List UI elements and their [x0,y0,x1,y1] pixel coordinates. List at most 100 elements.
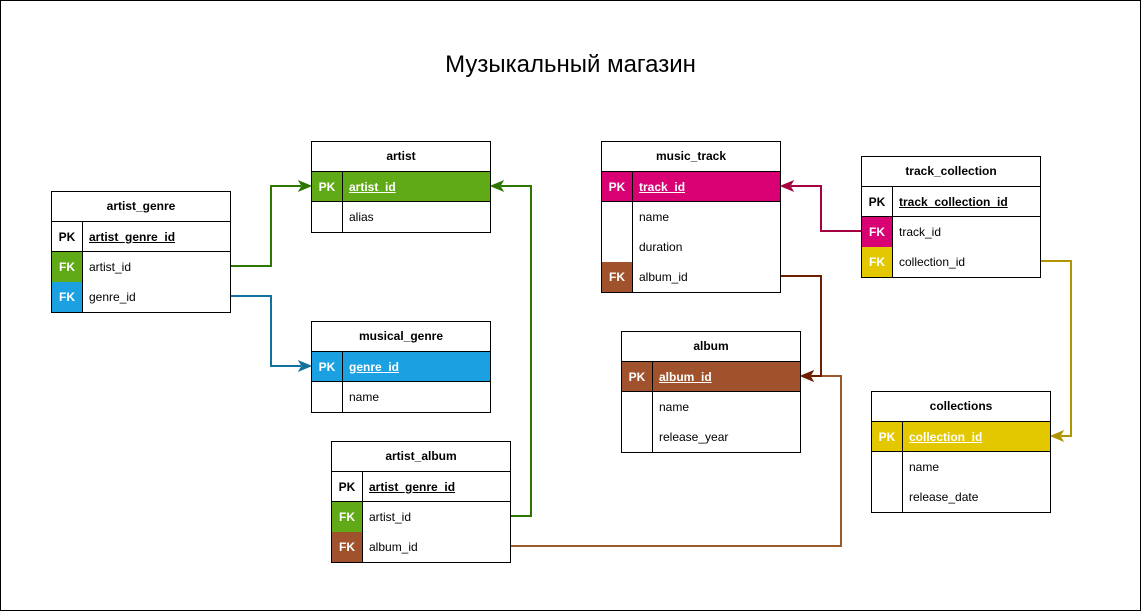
field-cell: collection_id [903,422,1050,451]
key-cell: FK [332,532,363,562]
key-cell [602,232,633,262]
relation-line [231,185,301,267]
relation-line [1041,260,1072,437]
table-row[interactable]: FK track_id [862,217,1040,247]
field-cell: artist_id [89,260,132,274]
table-row[interactable]: release_year [622,422,800,452]
key-cell: FK [52,282,83,312]
table-header: track_collection [862,157,1040,187]
table-header: artist [312,142,490,172]
field-cell: genre_id [343,352,490,381]
diagram-title: Музыкальный магазин [445,51,696,78]
table-row[interactable]: name [622,392,800,422]
table-row[interactable]: FK artist_id [332,502,510,532]
relation-line [781,275,822,377]
table-row[interactable]: PK artist_genre_id [332,472,510,502]
field-cell: collection_id [899,255,966,269]
table-row[interactable]: name [312,382,490,412]
field-cell: artist_genre_id [89,229,176,244]
field-cell: genre_id [89,290,136,304]
field-cell: duration [639,240,683,254]
key-cell: FK [602,262,633,292]
arrow-head-icon [799,369,815,383]
table-row[interactable]: PK artist_genre_id [52,222,230,252]
arrow-head-icon [1049,429,1065,443]
field-cell: name [659,400,690,414]
table-row[interactable]: release_date [872,482,1050,512]
table-row[interactable]: duration [602,232,780,262]
key-cell: PK [862,187,893,216]
field-cell: track_collection_id [899,194,1008,209]
table-header: artist_album [332,442,510,472]
relation-line [501,185,532,517]
key-cell: FK [862,217,893,247]
arrow-head-icon [297,359,313,373]
key-cell: PK [312,172,343,201]
key-cell [312,382,343,412]
field-cell: track_id [633,172,780,201]
table-row[interactable]: name [602,202,780,232]
key-cell [312,202,343,232]
table-header: music_track [602,142,780,172]
relation-line [511,375,842,547]
field-cell: artist_genre_id [369,479,456,494]
field-cell: alias [349,210,374,224]
key-cell: FK [332,502,363,532]
key-cell [602,202,633,232]
table-row[interactable]: PK track_collection_id [862,187,1040,217]
field-cell: artist_id [369,510,412,524]
key-cell: FK [862,247,893,277]
key-cell: PK [622,362,653,391]
table-header: musical_genre [312,322,490,352]
field-cell: name [909,460,940,474]
table-row[interactable]: name [872,452,1050,482]
table-row[interactable]: FK collection_id [862,247,1040,277]
key-cell [872,452,903,482]
field-cell: release_year [659,430,729,444]
field-cell: track_id [899,225,942,239]
table-header: artist_genre [52,192,230,222]
key-cell: PK [332,472,363,501]
arrow-head-icon [489,179,505,193]
arrow-head-icon [297,179,313,193]
table-row[interactable]: FK album_id [332,532,510,562]
key-cell: FK [52,252,83,282]
relation-line [231,295,301,367]
key-cell: PK [312,352,343,381]
field-cell: album_id [639,270,688,284]
table-row[interactable]: FK artist_id [52,252,230,282]
field-cell: album_id [653,362,800,391]
table-header: collections [872,392,1050,422]
key-cell [622,422,653,452]
field-cell: album_id [369,540,418,554]
field-cell: name [639,210,670,224]
field-cell: artist_id [343,172,490,201]
table-row[interactable]: alias [312,202,490,232]
table-row[interactable]: FK album_id [602,262,780,292]
key-cell: PK [602,172,633,201]
relation-line [791,185,861,232]
key-cell: PK [872,422,903,451]
key-cell [622,392,653,422]
arrow-head-icon [779,179,795,193]
key-cell: PK [52,222,83,251]
table-row[interactable]: FK genre_id [52,282,230,312]
field-cell: name [349,390,380,404]
field-cell: release_date [909,490,979,504]
key-cell [872,482,903,512]
